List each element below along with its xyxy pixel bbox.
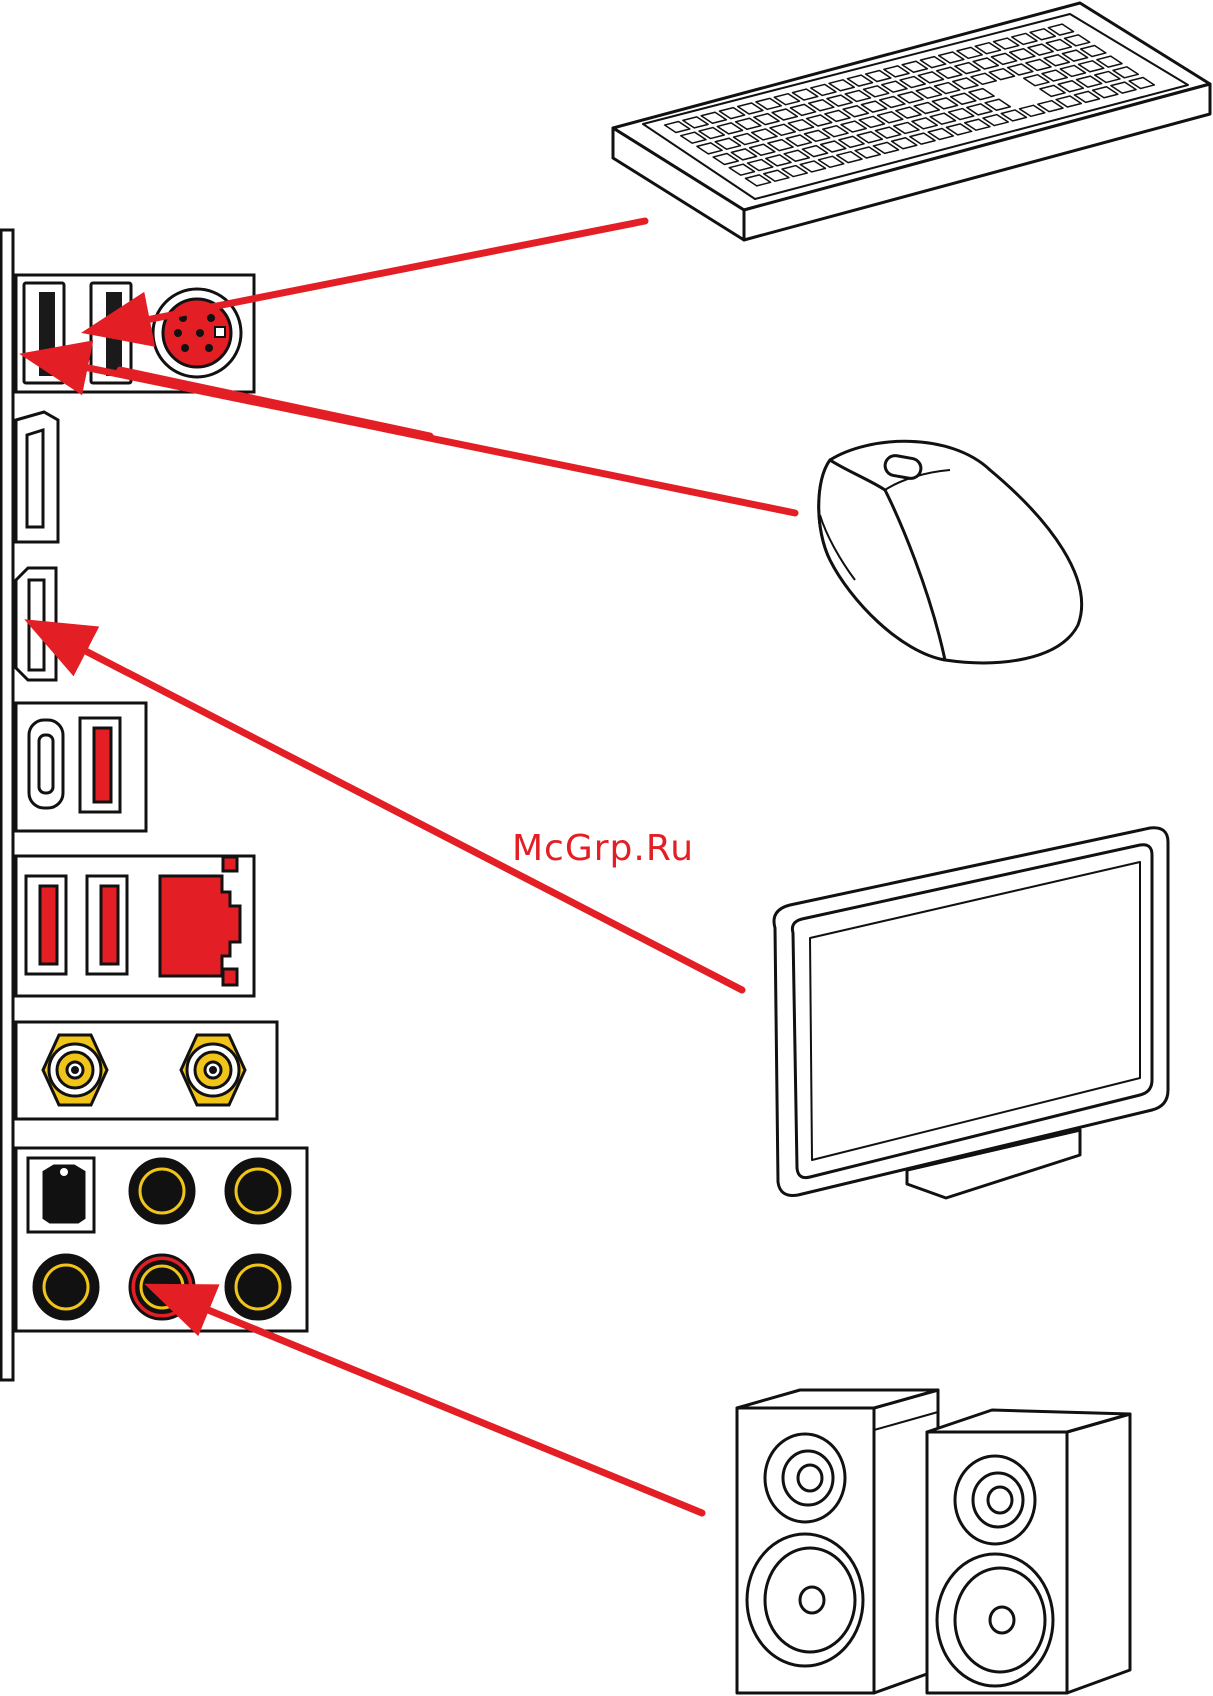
arrow-keyboard-to-usb: [136, 221, 645, 322]
io-shield-edge: [1, 230, 13, 1380]
speaker-right: [927, 1410, 1130, 1693]
displayport: [16, 412, 58, 542]
usb3-port: [87, 876, 127, 974]
usb-c-port: [29, 720, 63, 808]
antenna-connector: [43, 1035, 107, 1105]
wifi-antenna-group: [16, 1022, 277, 1119]
audio-jack: [226, 1159, 290, 1223]
usb3-lan-group: [16, 856, 254, 996]
mouse: [819, 441, 1082, 663]
arrow-speakers-to-line-out: [196, 1305, 702, 1513]
keyboard: [613, 3, 1210, 240]
usb-c-usb3-group: [16, 703, 146, 831]
audio-group: [16, 1148, 307, 1331]
usb-port: [24, 283, 64, 383]
speakers: [737, 1390, 1130, 1693]
antenna-connector: [181, 1035, 245, 1105]
arrow-mouse-to-usb: [74, 365, 795, 513]
watermark: McGrp.Ru: [512, 828, 694, 869]
audio-jack: [34, 1255, 98, 1319]
line-out-jack: [130, 1255, 194, 1319]
audio-jack: [226, 1255, 290, 1319]
arrow-mouse-to-usb-alt: [120, 370, 430, 436]
usb3-port: [26, 876, 66, 974]
monitor: [774, 828, 1168, 1198]
speaker-left: [737, 1390, 938, 1693]
usb3-port: [80, 718, 120, 812]
optical-spdif: [28, 1158, 94, 1232]
audio-jack: [130, 1159, 194, 1223]
hdmi-port: [16, 568, 56, 680]
